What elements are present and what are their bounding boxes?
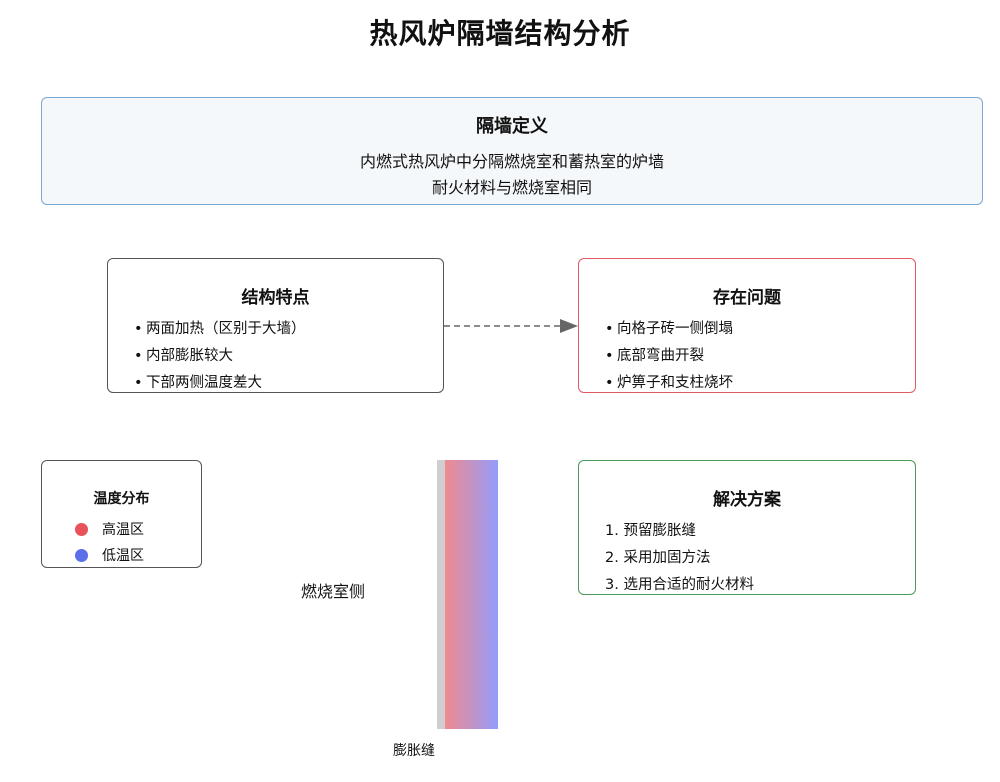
dashed-arrow-icon: [444, 319, 578, 333]
bullet: •: [134, 321, 143, 337]
bullet: •: [605, 348, 614, 364]
list-item: 3. 选用合适的耐火材料: [605, 577, 754, 593]
bullet: •: [134, 348, 143, 364]
definition-box: 隔墙定义 内燃式热风炉中分隔燃烧室和蓄热室的炉墙 耐火材料与燃烧室相同: [41, 97, 983, 205]
list-item: •向格子砖一侧倒塌: [605, 317, 733, 344]
combustion-side-label: 燃烧室侧: [301, 582, 366, 601]
list-item: 2. 采用加固方法: [605, 550, 711, 566]
partition-wall: [445, 460, 498, 729]
bullet: •: [605, 375, 614, 391]
blue-dot-icon: [75, 549, 88, 562]
legend-item-low: 低温区: [75, 545, 144, 565]
problems-title: 存在问题: [713, 288, 781, 308]
legend-title: 温度分布: [93, 491, 150, 507]
problems-box: 存在问题 •向格子砖一侧倒塌 •底部弯曲开裂 •炉箅子和支柱烧坏: [578, 258, 916, 393]
bullet: •: [134, 375, 143, 391]
solutions-box: 解决方案 1. 预留膨胀缝 2. 采用加固方法 3. 选用合适的耐火材料: [578, 460, 916, 595]
list-item-text: 向格子砖一侧倒塌: [617, 321, 733, 337]
definition-line: 耐火材料与燃烧室相同: [431, 178, 592, 197]
legend-item-high: 高温区: [75, 519, 144, 539]
page-title: 热风炉隔墙结构分析: [369, 17, 631, 50]
expansion-joint: [437, 460, 445, 729]
list-item-text: 下部两侧温度差大: [146, 375, 262, 391]
red-dot-icon: [75, 523, 88, 536]
bullet: •: [605, 321, 614, 337]
structure-features-box: 结构特点 •两面加热（区别于大墙） •内部膨胀较大 •下部两侧温度差大: [107, 258, 444, 393]
legend-label: 高温区: [102, 522, 144, 538]
list-item-text: 底部弯曲开裂: [617, 348, 704, 364]
problems-list: •向格子砖一侧倒塌 •底部弯曲开裂 •炉箅子和支柱烧坏: [605, 317, 733, 398]
list-item: 1. 预留膨胀缝: [605, 523, 696, 539]
list-item: •两面加热（区别于大墙）: [134, 317, 306, 344]
list-item: •底部弯曲开裂: [605, 344, 733, 371]
definition-line: 内燃式热风炉中分隔燃烧室和蓄热室的炉墙: [359, 152, 664, 171]
list-item-text: 炉箅子和支柱烧坏: [617, 375, 733, 391]
list-item: •内部膨胀较大: [134, 344, 306, 371]
temperature-legend: 温度分布 高温区 低温区: [41, 460, 202, 568]
legend-label: 低温区: [102, 548, 144, 564]
solutions-list: 1. 预留膨胀缝 2. 采用加固方法 3. 选用合适的耐火材料: [605, 519, 754, 600]
list-item-text: 两面加热（区别于大墙）: [146, 321, 306, 337]
solutions-title: 解决方案: [713, 490, 781, 510]
list-item: •炉箅子和支柱烧坏: [605, 371, 733, 398]
definition-title: 隔墙定义: [476, 116, 548, 137]
list-item-text: 内部膨胀较大: [146, 348, 233, 364]
structure-title: 结构特点: [241, 288, 310, 308]
expansion-joint-label: 膨胀缝: [393, 743, 435, 759]
list-item: •下部两侧温度差大: [134, 371, 306, 398]
structure-list: •两面加热（区别于大墙） •内部膨胀较大 •下部两侧温度差大: [134, 317, 306, 398]
